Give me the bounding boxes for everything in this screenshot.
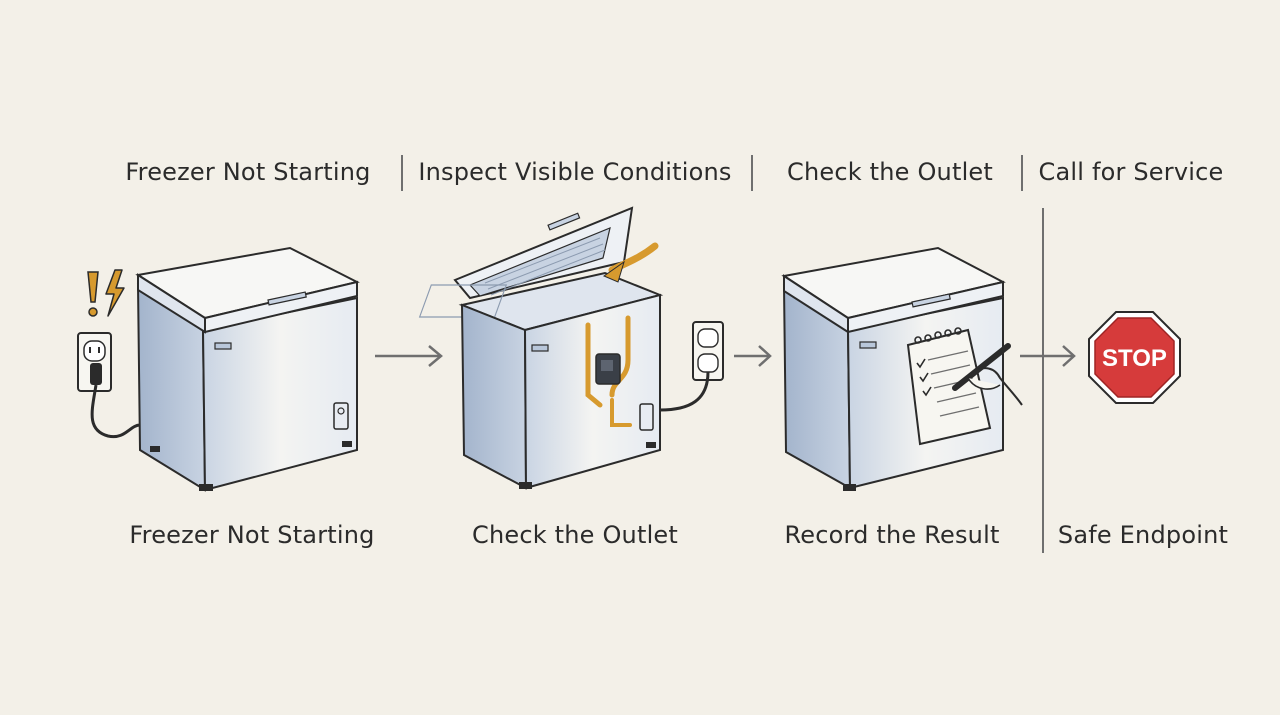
stop-sign-icon: STOP bbox=[1088, 311, 1181, 404]
step-3-heading: Check the Outlet bbox=[786, 158, 994, 186]
step-3-caption: Record the Result bbox=[784, 521, 1000, 549]
step-2-heading: Inspect Visible Conditions bbox=[418, 158, 732, 186]
freezer-icon bbox=[418, 206, 664, 490]
step-4-heading: Call for Service bbox=[1038, 158, 1224, 186]
plug-icon bbox=[90, 363, 141, 439]
step-4-caption: Safe Endpoint bbox=[1057, 521, 1229, 549]
heading-divider bbox=[401, 155, 403, 191]
arrow-right-icon bbox=[1020, 345, 1076, 367]
notepad-icon bbox=[906, 327, 992, 446]
step-1-heading: Freezer Not Starting bbox=[125, 158, 371, 186]
highlight-arrow-icon bbox=[585, 242, 659, 427]
endpoint-divider bbox=[1042, 208, 1044, 553]
outlet-icon bbox=[77, 332, 112, 392]
arrow-right-icon bbox=[734, 345, 772, 367]
outlet-icon bbox=[659, 321, 724, 412]
plug-icon bbox=[595, 353, 621, 385]
heading-divider bbox=[751, 155, 753, 191]
heading-divider bbox=[1021, 155, 1023, 191]
step-1-caption: Freezer Not Starting bbox=[129, 521, 375, 549]
arrow-right-icon bbox=[375, 345, 443, 367]
lightning-icon bbox=[105, 269, 125, 317]
freezer-icon bbox=[135, 246, 360, 492]
warning-icon bbox=[87, 271, 99, 317]
pen-icon bbox=[952, 343, 1023, 406]
step-2-caption: Check the Outlet bbox=[471, 521, 679, 549]
stop-sign-label: STOP bbox=[1102, 345, 1167, 372]
